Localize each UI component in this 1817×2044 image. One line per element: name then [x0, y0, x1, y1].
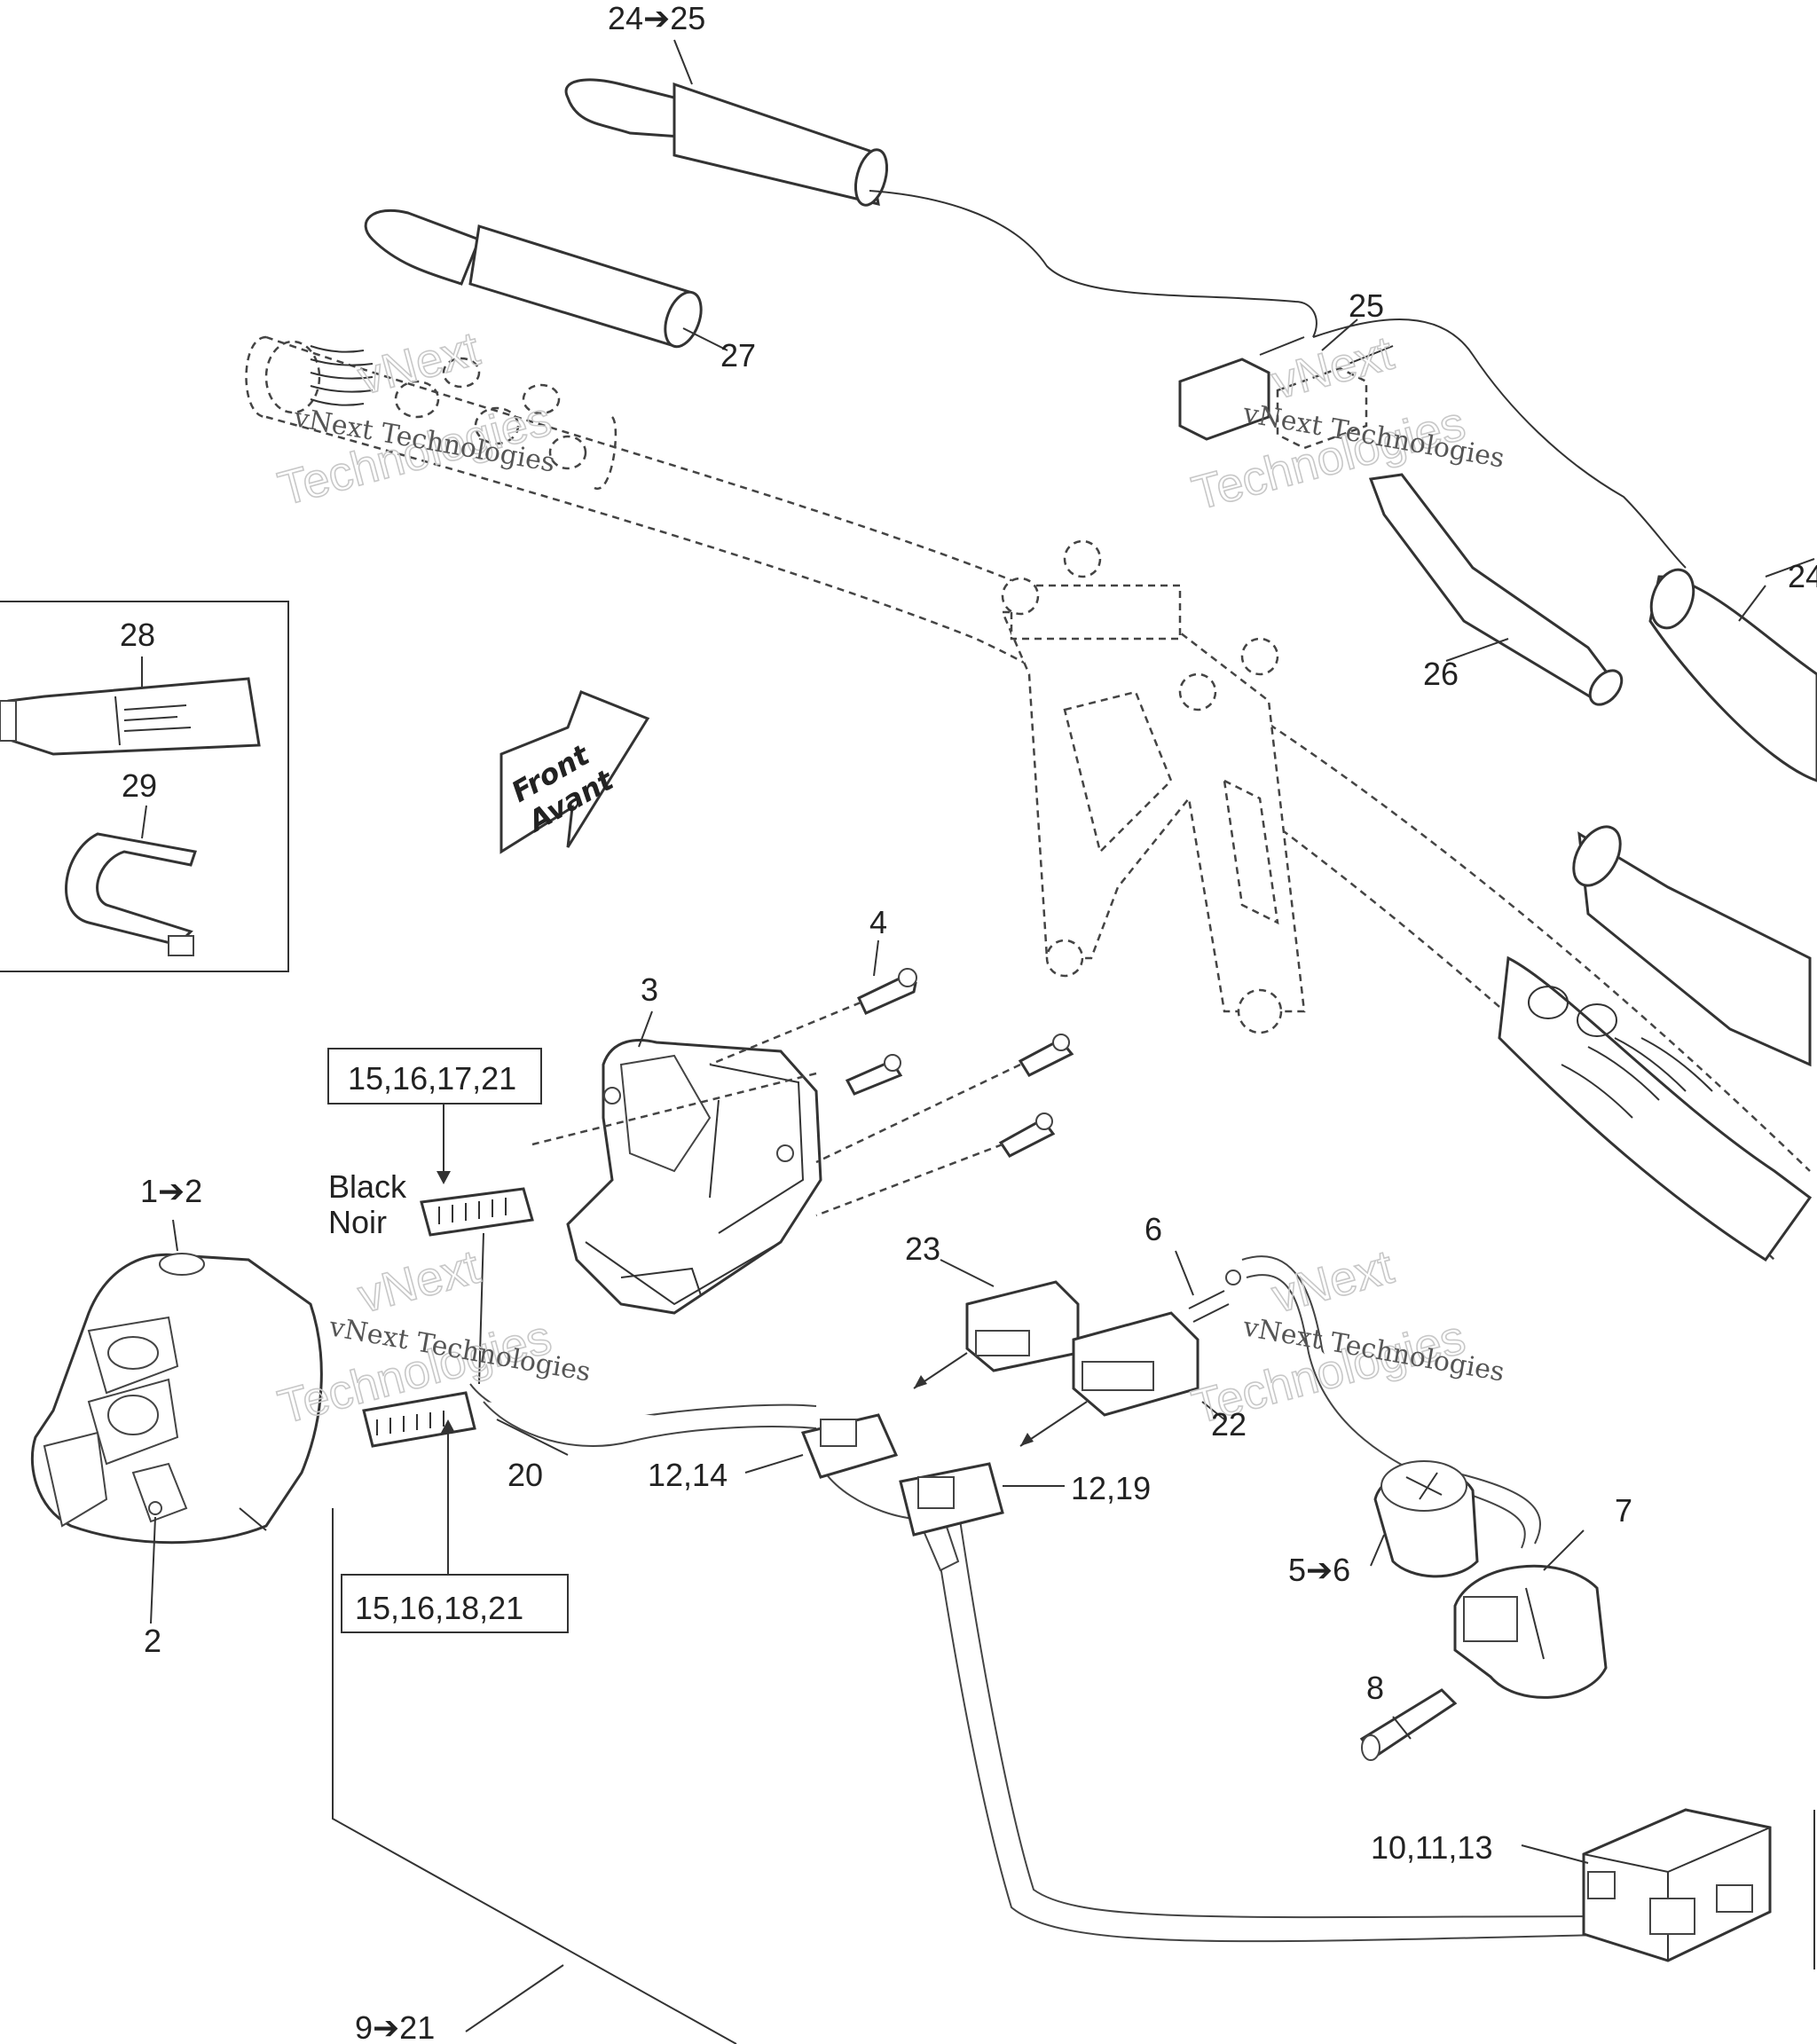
- label-10-11-13: 10,11,13: [1371, 1829, 1492, 1866]
- label-1-2: 1➔2: [140, 1173, 202, 1209]
- wire-harness-20: [469, 1232, 1642, 1943]
- right-heater-sleeve: [1577, 831, 1812, 1067]
- label-20: 20: [507, 1457, 543, 1493]
- inset-box-28-29: [0, 601, 289, 972]
- riser-bolt-3: [1178, 672, 1217, 711]
- left-grip-edge: [594, 416, 617, 490]
- callout-box-15-16-17-21: [327, 1048, 542, 1105]
- watermarks: vNext Technologies vNext Technologies vN…: [272, 321, 1506, 1435]
- handlebar-assembly: [245, 335, 1817, 1262]
- connector-25-a: [1178, 358, 1270, 441]
- heated-grip-24: [564, 78, 1687, 569]
- harness-wire-right: [1312, 318, 1687, 569]
- grip-24-wire: [869, 190, 1318, 338]
- callout-box-15-16-18-21: [341, 1574, 569, 1633]
- harness-main-run-inner: [957, 1507, 1642, 1919]
- grip-heater-26: [1368, 473, 1616, 703]
- connector-12-19: [899, 1462, 1004, 1537]
- left-grip-end: [245, 335, 267, 419]
- riser-foot-left: [1045, 939, 1084, 978]
- screw-4-a: [857, 974, 917, 1015]
- riser-top-clamp: [1010, 584, 1182, 641]
- right-grip: [1498, 955, 1813, 1262]
- label-6: 6: [1144, 1211, 1162, 1247]
- connector-23: [965, 1280, 1080, 1372]
- watermark-big-1-line1: vNext: [353, 322, 485, 405]
- label-8: 8: [1366, 1670, 1384, 1706]
- right-grip-ribs: [1561, 1037, 1713, 1119]
- label-2: 2: [144, 1623, 161, 1659]
- knob-5-6: [1373, 1460, 1479, 1578]
- handlebar-lower-edge: [265, 415, 1775, 1261]
- arrow-22-head: [1020, 1433, 1034, 1446]
- sleeve-27-body: [468, 224, 694, 348]
- label-25: 25: [1349, 287, 1384, 324]
- label-24-25: 24➔25: [608, 0, 705, 36]
- connector-25-b: [1276, 366, 1368, 450]
- grip-24-body: [673, 82, 880, 206]
- inset-frame: [0, 601, 289, 972]
- switch-body-7: [1453, 1564, 1608, 1699]
- label-27: 27: [720, 337, 756, 373]
- riser-cutout-2: [1223, 778, 1279, 925]
- arrow-23-head: [914, 1375, 927, 1388]
- label-24: 24: [1788, 558, 1817, 594]
- heater-wire-6: [1188, 1255, 1541, 1549]
- left-control-switch: [30, 1253, 323, 1545]
- part-labels: 24➔25 25 27 24 26 28 29 4 3 15,16,17,21 …: [120, 0, 1817, 2044]
- front-direction-arrow-icon: Front Avant: [499, 690, 650, 854]
- connector-10-11-13: [1582, 1808, 1815, 1969]
- screws-4: [531, 968, 1074, 1217]
- trigger-button[interactable]: [43, 1431, 108, 1528]
- riser-body: [1001, 610, 1306, 1013]
- riser-bolt-4: [1240, 637, 1279, 676]
- connectors-25: [1178, 336, 1394, 450]
- label-15-16-17-21: 15,16,17,21: [348, 1060, 516, 1097]
- watermark-big-4-line1: vNext: [1267, 1240, 1399, 1324]
- label-4: 4: [869, 904, 887, 940]
- handlebar-riser: [1001, 539, 1306, 1034]
- riser-foot-right: [1237, 988, 1283, 1034]
- label-7: 7: [1615, 1492, 1632, 1529]
- label-5-6: 5➔6: [1288, 1552, 1350, 1588]
- label-black: Black: [328, 1168, 407, 1205]
- leader-lines: [150, 39, 1815, 2032]
- indicator-lamp-2: [131, 1462, 188, 1523]
- label-12-19: 12,19: [1071, 1470, 1151, 1506]
- sleeve-27-hook: [364, 208, 481, 286]
- riser-bolt-2: [1063, 539, 1102, 578]
- label-22: 22: [1211, 1406, 1247, 1443]
- label-29: 29: [122, 767, 157, 804]
- black-connector: [420, 1187, 534, 1237]
- sealant-tube-icon: [0, 677, 261, 756]
- clamp-icon: [65, 832, 197, 956]
- connector-22: [1072, 1311, 1200, 1417]
- label-23: 23: [905, 1230, 940, 1267]
- watermark-big-3-line1: vNext: [353, 1240, 485, 1324]
- left-grip-pattern: [264, 340, 587, 470]
- label-28: 28: [120, 617, 155, 653]
- grip-sleeve-27: [364, 208, 728, 351]
- bracket-9-21: [332, 1508, 737, 2044]
- switch-housing-3: [566, 1039, 822, 1315]
- riser-bolt-1: [1001, 577, 1040, 616]
- label-noir: Noir: [328, 1204, 387, 1240]
- label-3: 3: [641, 971, 658, 1008]
- label-9-21: 9➔21: [355, 2009, 435, 2044]
- label-15-16-18-21: 15,16,18,21: [355, 1590, 523, 1626]
- label-12-14: 12,14: [648, 1457, 728, 1493]
- connector-12-14: [800, 1413, 899, 1479]
- label-26: 26: [1423, 656, 1459, 692]
- pin-8: [1359, 1688, 1458, 1761]
